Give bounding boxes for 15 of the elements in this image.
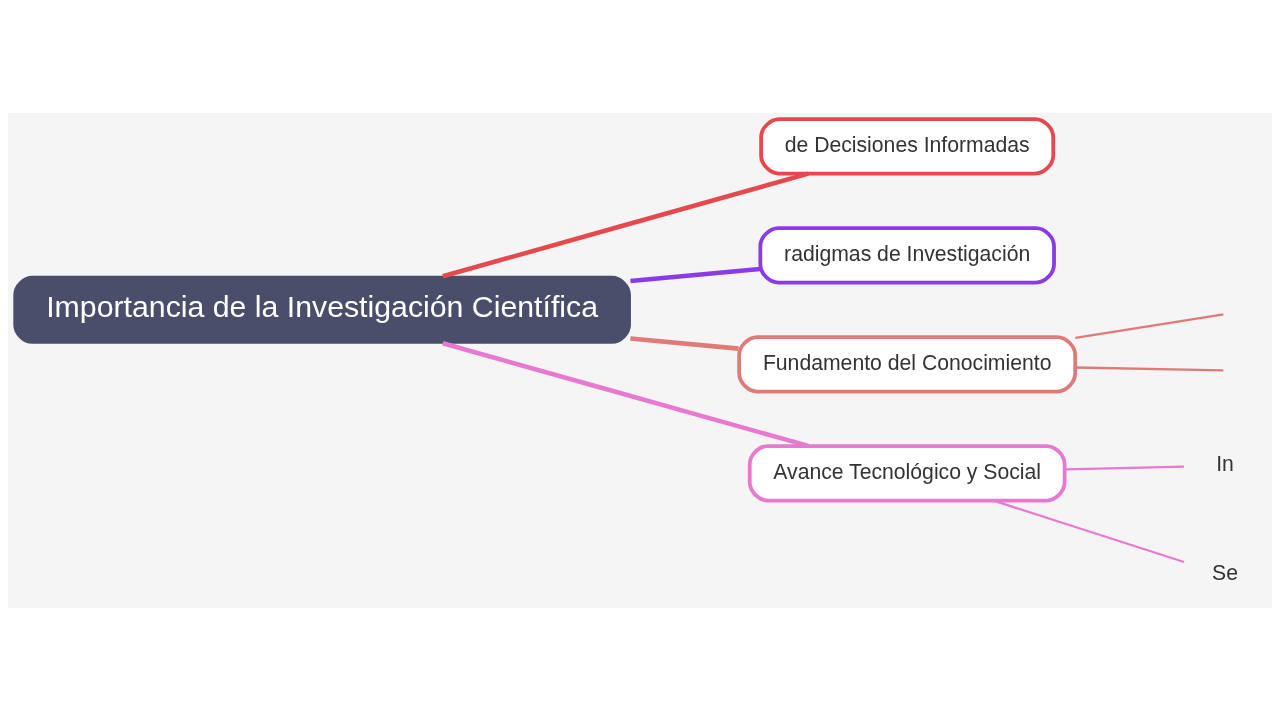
connector (442, 170, 809, 278)
node-box: de Decisiones Informadas (759, 116, 1056, 175)
node-box: radigmas de Investigación (758, 225, 1056, 284)
connector (630, 335, 739, 351)
connector (442, 340, 809, 448)
connector (993, 499, 1185, 563)
node-text: In (1216, 451, 1234, 475)
node-box: Avance Tecnológico y Social (747, 443, 1067, 502)
node-box: Fundamento del Conocimiento (737, 334, 1078, 393)
node-text: Se (1212, 560, 1239, 584)
connector (1064, 465, 1184, 471)
node-box: Importancia de la Investigación Científica (13, 275, 631, 344)
connector (1075, 312, 1224, 339)
connector (1075, 365, 1224, 371)
connector (630, 266, 761, 283)
